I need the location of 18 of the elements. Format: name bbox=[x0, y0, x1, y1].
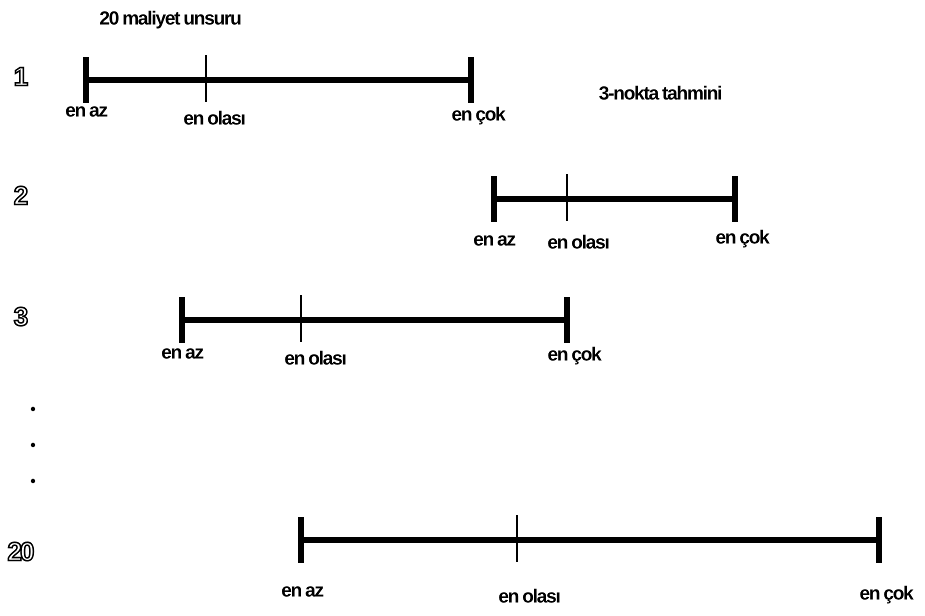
estimate-label: en az bbox=[281, 582, 323, 602]
row-number: 3 bbox=[14, 302, 26, 332]
row-number: 20 bbox=[8, 538, 32, 566]
estimate-label: en az bbox=[65, 102, 107, 122]
estimate-label: en çok bbox=[548, 346, 600, 366]
estimate-label: en çok bbox=[452, 106, 504, 126]
title: 20 maliyet unsuru bbox=[99, 10, 241, 30]
estimate-label: en çok bbox=[716, 228, 768, 250]
estimate-label: en çok bbox=[860, 584, 912, 606]
estimate-label: en olası bbox=[284, 350, 346, 370]
estimate-label: en olası bbox=[183, 110, 245, 130]
estimate-label: en az bbox=[161, 344, 203, 364]
estimate-label: en olası bbox=[498, 588, 560, 608]
annotation-text: 3-nokta tahmini bbox=[598, 84, 722, 106]
row-number: 2 bbox=[14, 182, 26, 210]
estimate-label: en az bbox=[473, 230, 515, 252]
estimate-label: en olası bbox=[547, 234, 609, 254]
row-number: 1 bbox=[14, 62, 26, 92]
